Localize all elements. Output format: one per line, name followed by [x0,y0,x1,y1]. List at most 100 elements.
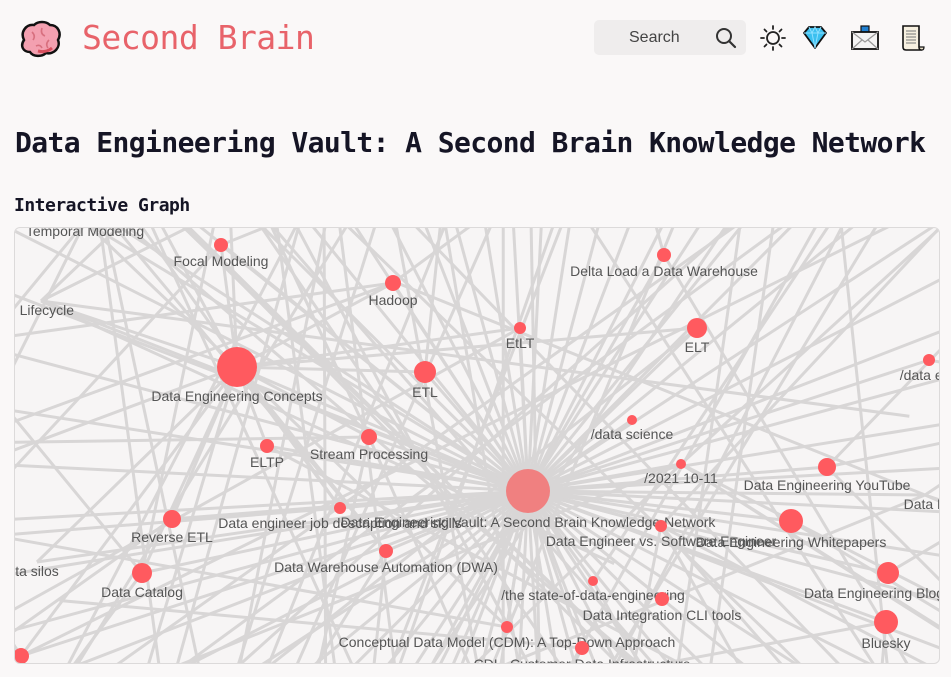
node-circle[interactable] [818,458,836,476]
gem-icon[interactable] [801,23,829,53]
node-label[interactable]: Data engineer job description and skills [218,515,462,531]
graph-node[interactable]: Data Engineering Vault: A Second Brain K… [341,469,717,530]
node-label[interactable]: Data E [904,496,940,512]
node-circle[interactable] [877,562,899,584]
node-circle[interactable] [385,275,401,291]
node-label[interactable]: EtLT [506,335,535,351]
graph-node[interactable]: Data Warehouse Automation (DWA) [274,544,498,575]
graph-node[interactable]: Conceptual Data Model (CDM): A Top-Down … [339,621,676,650]
node-label[interactable]: Reverse ETL [131,529,213,545]
node-label[interactable]: /the state-of-data-engineering [501,587,685,603]
graph-node[interactable]: /data science [591,415,674,442]
brain-logo-icon[interactable] [18,20,62,58]
node-circle[interactable] [334,502,346,514]
node-label[interactable]: Stream Processing [310,446,428,462]
node-label[interactable]: Focal Modeling [174,253,269,269]
node-circle[interactable] [132,563,152,583]
node-label[interactable]: Hadoop [368,292,417,308]
page-title: Data Engineering Vault: A Second Brain K… [15,126,926,159]
graph-node[interactable]: ta silos [15,563,59,579]
search-button[interactable]: Search [594,20,746,55]
envelope-icon[interactable] [849,23,881,53]
graph-node[interactable]: Stream Processing [310,429,428,462]
graph-node[interactable]: Data engineer job description and skills [218,502,462,531]
node-label[interactable]: ta silos [15,563,59,579]
node-circle[interactable] [361,429,377,445]
node-circle[interactable] [657,248,671,262]
graph-node[interactable]: Data E [904,496,940,512]
node-circle[interactable] [676,459,686,469]
node-label[interactable]: Data Engineering Blogs & I [804,585,940,601]
node-circle[interactable] [655,592,669,606]
node-circle[interactable] [655,520,667,532]
graph-node[interactable]: Hadoop [368,275,418,308]
node-circle[interactable] [501,621,513,633]
node-circle[interactable] [414,361,436,383]
node-circle[interactable] [260,439,274,453]
graph-node[interactable]: CDI - Customer Data Infrastructure [473,641,691,664]
graph-node[interactable]: Data Engineering Concepts [151,347,323,404]
graph-node[interactable]: /2021 10-11 [644,459,718,486]
node-label[interactable]: Data Engineering Whitepapers [696,534,887,550]
node-label[interactable]: Data Integration CLI tools [583,607,742,623]
sun-icon[interactable] [759,23,787,53]
graph-node[interactable]: /data eng [900,354,940,383]
node-circle[interactable] [874,610,898,634]
node-circle[interactable] [15,648,29,664]
graph-node[interactable]: Temporal Modeling [26,228,144,239]
graph-node[interactable]: Data Engineering Blogs & I [804,562,940,601]
node-circle[interactable] [575,641,589,655]
graph-node[interactable]: Data Engineering YouTube [744,458,911,493]
node-label[interactable]: /2021 10-11 [644,470,718,486]
node-label[interactable]: CDI - Customer Data Infrastructure [473,656,690,664]
node-circle[interactable] [588,576,598,586]
node-circle[interactable] [217,347,257,387]
graph-node[interactable] [15,648,29,664]
node-label[interactable]: Data Catalog [101,584,183,600]
node-label[interactable]: Temporal Modeling [26,228,144,239]
node-circle[interactable] [379,544,393,558]
node-circle[interactable] [506,469,550,513]
search-icon [716,28,737,49]
node-circle[interactable] [779,509,803,533]
node-label[interactable]: /data eng [900,367,940,383]
node-label[interactable]: Delta Load a Data Warehouse [570,263,758,279]
node-label[interactable]: ELT [685,339,710,355]
node-label[interactable]: Data Engineering YouTube [744,477,911,493]
graph-node[interactable]: EtLT [506,322,535,351]
node-circle[interactable] [687,318,707,338]
graph-node[interactable]: /the state-of-data-engineering [501,576,685,603]
graph-node[interactable]: g Lifecycle [15,302,74,318]
graph-edges [15,228,939,663]
graph-node[interactable]: Data Engineering Whitepapers [696,509,887,550]
node-circle[interactable] [514,322,526,334]
node-circle[interactable] [627,415,637,425]
node-circle[interactable] [923,354,935,366]
node-label[interactable]: Data Engineer vs. Software Engineer [546,533,777,549]
node-label[interactable]: g Lifecycle [15,302,74,318]
node-label[interactable]: /data science [591,426,674,442]
graph-node[interactable]: ETL [412,361,438,400]
node-label[interactable]: ETL [412,384,438,400]
graph-node[interactable]: ELTP [250,439,284,470]
node-label[interactable]: ELTP [250,454,284,470]
node-label[interactable]: Conceptual Data Model (CDM): A Top-Down … [339,634,676,650]
graph-node[interactable]: Focal Modeling [174,238,269,269]
node-label[interactable]: Bluesky [861,635,910,651]
scroll-icon[interactable] [898,23,926,53]
graph-node[interactable]: Bluesky [861,610,911,651]
graph-node[interactable]: Reverse ETL [131,510,213,545]
node-label[interactable]: Data Engineering Vault: A Second Brain K… [341,514,717,530]
node-label[interactable]: Data Engineering Concepts [151,388,322,404]
graph-node[interactable]: Data Integration CLI tools [583,592,742,623]
graph-node[interactable]: Delta Load a Data Warehouse [570,248,758,279]
node-circle[interactable] [214,238,228,252]
node-circle[interactable] [163,510,181,528]
graph-node[interactable]: ELT [685,318,710,355]
graph-node[interactable]: Data Catalog [101,563,183,600]
site-title[interactable]: Second Brain [82,18,315,57]
node-label[interactable]: Data Warehouse Automation (DWA) [274,559,498,575]
graph-node[interactable]: Data Engineer vs. Software Engineer [546,520,777,549]
